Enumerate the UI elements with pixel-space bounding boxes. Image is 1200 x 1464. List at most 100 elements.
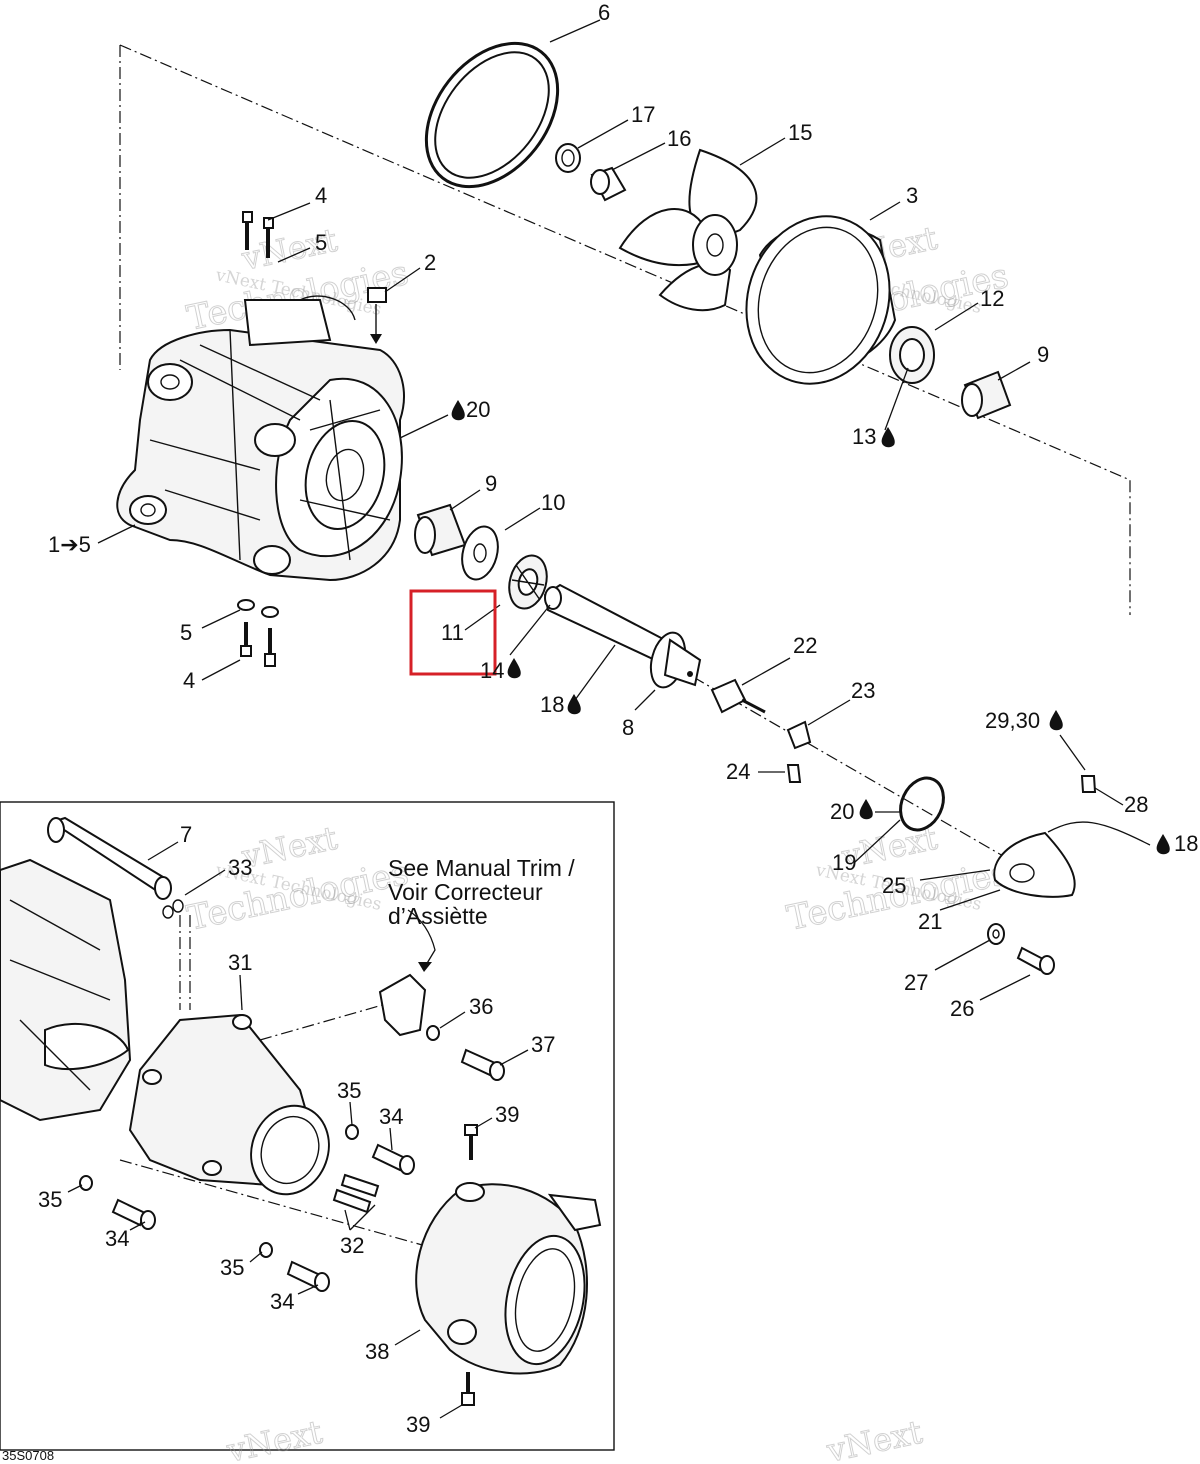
part-3-impeller-housing[interactable]	[725, 198, 911, 403]
part-21-cone-cap[interactable]	[993, 831, 1076, 898]
label-13: 13	[852, 424, 876, 449]
part-37-bolt[interactable]	[460, 1048, 505, 1081]
drop-icon	[1156, 834, 1170, 855]
inset-pump-assembly	[0, 858, 132, 1122]
label-19: 19	[832, 850, 856, 875]
label-26: 26	[950, 996, 974, 1021]
inset-frame	[0, 801, 615, 1451]
part-35-washer-b[interactable]	[79, 1175, 93, 1191]
drop-icon	[1049, 710, 1063, 731]
part-23-clip[interactable]	[786, 720, 812, 750]
label-27: 27	[904, 970, 928, 995]
part-33-o-rings[interactable]	[162, 899, 184, 919]
drop-icon	[567, 694, 581, 715]
part-2-fitting[interactable]	[367, 287, 387, 344]
drop-icon	[507, 658, 521, 679]
label-1-to-5: 1➔5	[48, 532, 91, 557]
label-22: 22	[793, 633, 817, 658]
label-4-upper: 4	[315, 183, 327, 208]
label-11: 11	[441, 620, 464, 645]
label-31: 31	[228, 950, 252, 975]
part-number-labels: 6 17 16 15 3 4 5 2 12 9 20 13 9 10 1➔5 1…	[38, 0, 1198, 1437]
watermark-big-10: vNext	[823, 1413, 926, 1464]
drawing-code: 35S0708	[2, 1448, 54, 1463]
label-2: 2	[424, 250, 436, 275]
part-15-impeller[interactable]	[618, 148, 758, 312]
watermark-big-6: vNext	[238, 819, 341, 876]
part-16-cap[interactable]	[590, 166, 627, 202]
note-line-3: d’Assiètte	[388, 903, 488, 929]
part-5-washers-lower[interactable]	[237, 599, 279, 618]
part-22-nut[interactable]	[710, 678, 766, 714]
part-34-bolt-b[interactable]	[111, 1198, 156, 1230]
label-21: 21	[918, 909, 942, 934]
label-18-upper: 18	[540, 692, 564, 717]
part-trim-bracket[interactable]	[378, 973, 427, 1037]
part-34-bolt-a[interactable]	[371, 1143, 415, 1175]
assembly-outline-upper	[119, 44, 1131, 615]
part-4-bolts-lower[interactable]	[240, 622, 276, 667]
label-6: 6	[598, 0, 610, 25]
part-27-washer[interactable]	[987, 923, 1005, 945]
label-29-30: 29,30	[985, 708, 1040, 733]
part-38-nozzle[interactable]	[415, 1182, 602, 1375]
label-3: 3	[906, 183, 918, 208]
label-34-c: 34	[270, 1289, 294, 1314]
part-4-bolts-upper[interactable]	[242, 211, 274, 258]
label-4-lower: 4	[183, 668, 195, 693]
label-10: 10	[541, 490, 565, 515]
label-12: 12	[980, 286, 1004, 311]
label-20-upper: 20	[466, 397, 490, 422]
part-32-pins[interactable]	[332, 1173, 380, 1214]
label-9-upper: 9	[1037, 342, 1049, 367]
part-31-venturi[interactable]	[128, 1013, 341, 1205]
part-20-o-ring[interactable]	[892, 771, 951, 837]
part-10-washer[interactable]	[457, 523, 504, 584]
label-24: 24	[726, 759, 750, 784]
label-8: 8	[622, 715, 634, 740]
part-39-screw-bottom[interactable]	[461, 1372, 475, 1406]
part-36-washer[interactable]	[426, 1025, 440, 1041]
label-35-b: 35	[38, 1187, 62, 1212]
lubricant-drop-icons	[451, 400, 1170, 855]
label-28: 28	[1124, 792, 1148, 817]
part-1-pump-housing[interactable]	[116, 295, 405, 582]
label-9-lower: 9	[485, 471, 497, 496]
label-37: 37	[531, 1032, 555, 1057]
label-5-upper: 5	[315, 230, 327, 255]
part-28-plug[interactable]	[1080, 775, 1097, 793]
label-34-a: 34	[379, 1104, 403, 1129]
label-33: 33	[228, 855, 252, 880]
assembly-axis-line	[559, 599, 1011, 861]
part-35-washer-a[interactable]	[345, 1124, 359, 1140]
part-11-thrust-bearing[interactable]	[504, 551, 553, 612]
part-39-screw-top[interactable]	[464, 1124, 478, 1160]
part-35-washer-c[interactable]	[259, 1242, 273, 1258]
label-38: 38	[365, 1339, 389, 1364]
inset-assembly-lines	[119, 915, 441, 1251]
label-32: 32	[340, 1233, 364, 1258]
label-14: 14	[480, 658, 504, 683]
label-23: 23	[851, 678, 875, 703]
label-16: 16	[667, 126, 691, 151]
highlight-box-part-11	[409, 589, 497, 676]
label-25: 25	[882, 873, 906, 898]
part-9-bearing-upper[interactable]	[961, 370, 1012, 420]
drop-icon	[881, 427, 895, 448]
part-26-bolt[interactable]	[1016, 946, 1055, 975]
label-5-lower: 5	[180, 620, 192, 645]
part-17-bushing[interactable]	[555, 143, 581, 173]
part-8-shaft[interactable]	[543, 583, 702, 691]
label-39-bottom: 39	[406, 1412, 430, 1437]
part-34-bolt-c[interactable]	[286, 1260, 330, 1292]
watermark-big-9: vNext	[223, 1413, 326, 1464]
part-12-seal[interactable]	[889, 326, 935, 384]
label-35-c: 35	[220, 1255, 244, 1280]
part-9-bearing-lower[interactable]	[414, 503, 467, 557]
label-39-top: 39	[495, 1102, 519, 1127]
part-24-screw[interactable]	[786, 764, 802, 783]
part-7-tube[interactable]	[47, 816, 172, 900]
label-7: 7	[180, 822, 192, 847]
part-6-wear-ring[interactable]	[399, 18, 584, 212]
